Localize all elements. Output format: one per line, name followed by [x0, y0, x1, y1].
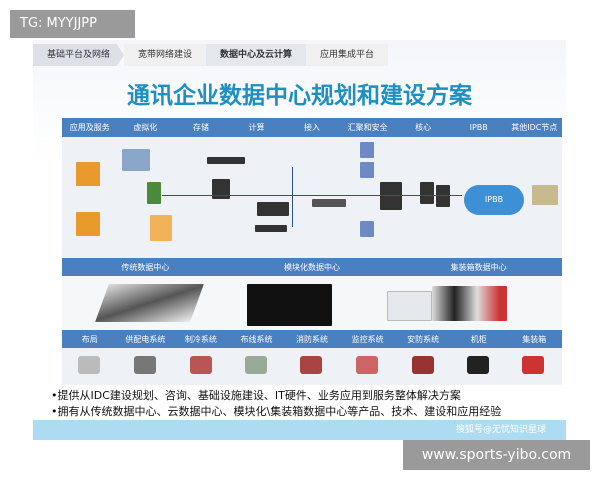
monitor-icon	[356, 356, 378, 374]
layer-label: 汇聚和安全	[347, 123, 388, 132]
bullet-list: •提供从IDC建设规划、咨询、基础设施建设、IT硬件、业务应用到服务整体解决方案…	[51, 388, 501, 420]
subsystem-label: 供配电系统	[125, 334, 166, 344]
layer-label: 应用及服务	[69, 123, 110, 132]
slide: 基础平台及网络 宽带网络建设 数据中心及云计算 应用集成平台 通讯企业数据中心规…	[33, 40, 566, 440]
cabling-icon	[245, 356, 267, 374]
bullet-item: •提供从IDC建设规划、咨询、基础设施建设、IT硬件、业务应用到服务整体解决方案	[51, 389, 461, 402]
dc-type-label: 集装箱数据中心	[450, 262, 507, 272]
layer-label: IPBB	[469, 123, 488, 132]
server-icon	[212, 179, 230, 199]
layer-label: 接入	[304, 123, 321, 132]
storage-server-icon	[207, 157, 245, 164]
fire-icon	[300, 356, 322, 374]
dc-type-header: 传统数据中心 模块化数据中心 集装箱数据中心	[62, 258, 562, 276]
switch-icon	[312, 199, 346, 207]
server-icon	[257, 202, 289, 216]
subsystem-label: 制冷系统	[184, 334, 217, 344]
container-icon	[522, 356, 544, 374]
firewall-icon	[360, 162, 374, 178]
tab-datacenter[interactable]: 数据中心及云计算	[206, 44, 307, 66]
os-window-icon	[150, 215, 172, 241]
subsystem-label: 机柜	[470, 334, 487, 344]
cooling-icon	[190, 356, 212, 374]
subsystem-header: 布局 供配电系统 制冷系统 布线系统 消防系统 监控系统 安防系统 机柜 集装箱	[62, 330, 562, 348]
bullet-item: •拥有从传统数据中心、云数据中心、模块化\集装箱数据中心等产品、技术、建设和应用…	[51, 405, 502, 418]
subsystem-label: 安防系统	[407, 334, 440, 344]
subsystem-label: 布局	[81, 334, 98, 344]
dc-images	[62, 276, 562, 330]
layer-label: 计算	[248, 123, 265, 132]
layer-label: 其他IDC节点	[511, 123, 558, 132]
layer-header: 应用及服务 虚拟化 存储 计算 接入 汇聚和安全 核心 IPBB 其他IDC节点	[62, 118, 562, 137]
overlay-label: TG: MYYJJPP	[10, 10, 135, 38]
aggregation-switch-icon	[380, 182, 402, 210]
container-interior-image	[432, 286, 507, 321]
server-icon	[255, 225, 287, 232]
app-cube-icon	[76, 212, 100, 236]
link-line	[292, 167, 293, 227]
ipbb-cloud-icon: IPBB	[464, 185, 524, 215]
dc-type-label: 传统数据中心	[121, 262, 170, 272]
container-image	[387, 291, 432, 321]
watermark-url: www.sports-yibo.com	[403, 440, 590, 470]
building-icon	[532, 185, 558, 205]
core-router-icon	[436, 185, 450, 207]
layer-label: 核心	[415, 123, 432, 132]
link-line	[162, 195, 462, 196]
power-icon	[134, 356, 156, 374]
cabinet-icon	[467, 356, 489, 374]
firewall-icon	[360, 142, 374, 158]
subsystem-label: 消防系统	[296, 334, 329, 344]
layer-label: 存储	[192, 123, 209, 132]
subsystem-label: 集装箱	[522, 334, 547, 344]
slide-title: 通讯企业数据中心规划和建设方案	[127, 83, 472, 109]
subsystem-icons	[62, 348, 562, 385]
firewall-icon	[360, 221, 374, 237]
modular-dc-image	[247, 284, 332, 326]
subsystem-label: 布线系统	[240, 334, 273, 344]
dc-type-label: 模块化数据中心	[284, 262, 340, 272]
core-router-icon	[420, 182, 434, 204]
subsystem-label: 监控系统	[351, 334, 384, 344]
layer-label: 虚拟化	[133, 123, 158, 132]
traditional-dc-image	[95, 284, 204, 322]
security-icon	[412, 356, 434, 374]
tab-broadband[interactable]: 宽带网络建设	[124, 44, 207, 66]
network-diagram: IPBB	[62, 137, 562, 258]
storage-disk-icon	[122, 149, 150, 171]
app-cube-icon	[76, 162, 100, 186]
tab-bar: 基础平台及网络 宽带网络建设 数据中心及云计算 应用集成平台	[33, 44, 389, 66]
footer-credit: 搜狐号@无忧知识星球	[33, 420, 566, 440]
chip-icon	[147, 182, 161, 204]
tab-app-platform[interactable]: 应用集成平台	[306, 44, 389, 66]
tab-base-platform[interactable]: 基础平台及网络	[33, 44, 125, 66]
layout-icon	[78, 356, 100, 374]
